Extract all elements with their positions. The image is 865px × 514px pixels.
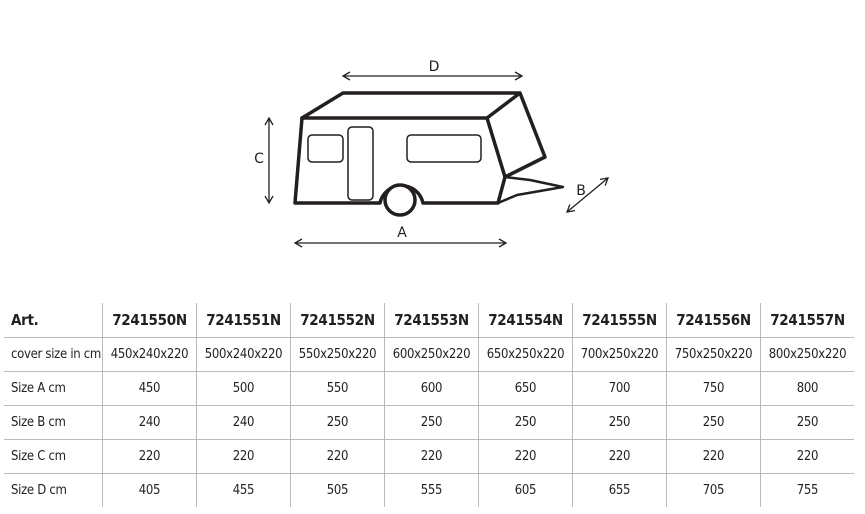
table-cell: 700x250x220 <box>572 337 667 372</box>
table-cell: 250 <box>666 405 761 440</box>
table-cell: 455 <box>196 473 291 507</box>
header-article: 7241557N <box>760 303 854 338</box>
header-article: 7241551N <box>196 303 291 338</box>
caravan-roof <box>300 91 547 179</box>
table-cell: 600 <box>384 371 479 406</box>
table-cell: 550 <box>290 371 385 406</box>
table-header-row: Art. 7241550N 7241551N 7241552N 7241553N… <box>4 303 854 338</box>
header-article: 7241554N <box>478 303 573 338</box>
row-label: Size B cm <box>4 405 103 440</box>
caravan-dimension-diagram: D C A B <box>254 59 610 248</box>
table-cell: 505 <box>290 473 385 507</box>
table-cell: 220 <box>760 439 854 474</box>
caravan-outline <box>293 91 565 217</box>
table-cell: 800 <box>760 371 854 406</box>
table-cell: 220 <box>102 439 197 474</box>
caravan-door <box>347 126 374 201</box>
caravan-window-left <box>307 134 344 163</box>
table-cell: 700 <box>572 371 667 406</box>
caravan-hitch <box>496 175 565 205</box>
table-cell: 220 <box>478 439 573 474</box>
dimension-b-arrow <box>565 177 610 213</box>
table-cell: 450 <box>102 371 197 406</box>
table-cell: 250 <box>384 405 479 440</box>
table-cell: 220 <box>666 439 761 474</box>
caravan-window-right <box>406 134 482 163</box>
table-cell: 240 <box>102 405 197 440</box>
label-a: A <box>397 225 407 241</box>
table-cell: 705 <box>666 473 761 507</box>
header-article: 7241550N <box>102 303 197 338</box>
table-cell: 750 <box>666 371 761 406</box>
row-label: Size D cm <box>4 473 103 507</box>
table-cell: 250 <box>572 405 667 440</box>
table-cell: 250 <box>478 405 573 440</box>
table-cell: 220 <box>572 439 667 474</box>
table-cell: 600x250x220 <box>384 337 479 372</box>
table-cell: 405 <box>102 473 197 507</box>
table-cell: 655 <box>572 473 667 507</box>
header-article: 7241553N <box>384 303 479 338</box>
table-cell: 220 <box>384 439 479 474</box>
table-cell: 220 <box>196 439 291 474</box>
size-table: Art. 7241550N 7241551N 7241552N 7241553N… <box>4 303 854 507</box>
table-cell: 650 <box>478 371 573 406</box>
table-cell: 750x250x220 <box>666 337 761 372</box>
label-c: C <box>254 151 264 167</box>
table-cell: 500 <box>196 371 291 406</box>
table-cell: 555 <box>384 473 479 507</box>
table-cell: 500x240x220 <box>196 337 291 372</box>
table-cell: 240 <box>196 405 291 440</box>
label-b: B <box>576 183 586 199</box>
label-d: D <box>429 59 440 75</box>
table-cell: 605 <box>478 473 573 507</box>
table-cell: 250 <box>760 405 854 440</box>
row-label: cover size in cm <box>4 337 103 372</box>
row-label: Size A cm <box>4 371 103 406</box>
header-art: Art. <box>11 311 39 329</box>
table-cell: 450x240x220 <box>102 337 197 372</box>
header-article: 7241556N <box>666 303 761 338</box>
table-cell: 800x250x220 <box>760 337 854 372</box>
table-cell: 650x250x220 <box>478 337 573 372</box>
header-article: 7241555N <box>572 303 667 338</box>
table-cell: 550x250x220 <box>290 337 385 372</box>
table-cell: 220 <box>290 439 385 474</box>
dimension-arrows <box>264 71 610 248</box>
header-article: 7241552N <box>290 303 385 338</box>
table-cell: 250 <box>290 405 385 440</box>
table-cell: 755 <box>760 473 854 507</box>
row-label: Size C cm <box>4 439 103 474</box>
caravan-wheel <box>383 183 417 217</box>
